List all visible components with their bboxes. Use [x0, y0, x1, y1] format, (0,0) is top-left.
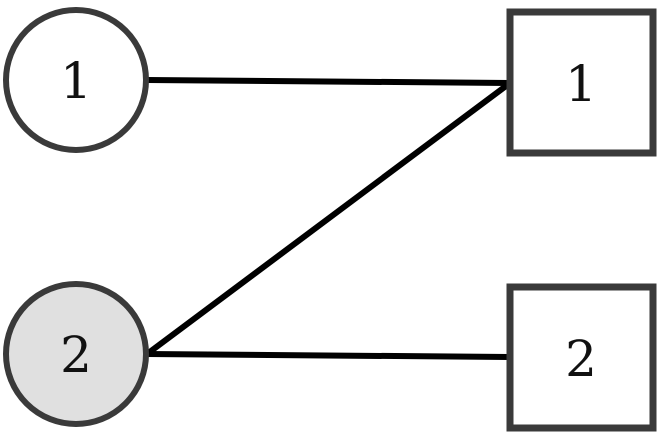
right-node-1: 1 [506, 8, 657, 157]
left-node-2-circle [3, 281, 149, 427]
edge-left-2-right-2 [144, 351, 513, 360]
left-node-1-label: 1 [60, 52, 92, 110]
edge-left-2-right-1 [144, 80, 513, 357]
right-node-1-square [506, 8, 657, 157]
right-node-1-label: 1 [565, 55, 597, 113]
edges [144, 77, 513, 360]
edge-left-1-right-1 [144, 77, 513, 86]
right-node-2: 2 [506, 283, 657, 432]
left-node-1: 1 [3, 7, 149, 153]
left-node-1-circle [3, 7, 149, 153]
left-node-2-label: 2 [60, 326, 92, 384]
right-node-2-square [506, 283, 657, 432]
right-node-2-label: 2 [565, 330, 597, 388]
left-node-2: 2 [3, 281, 149, 427]
